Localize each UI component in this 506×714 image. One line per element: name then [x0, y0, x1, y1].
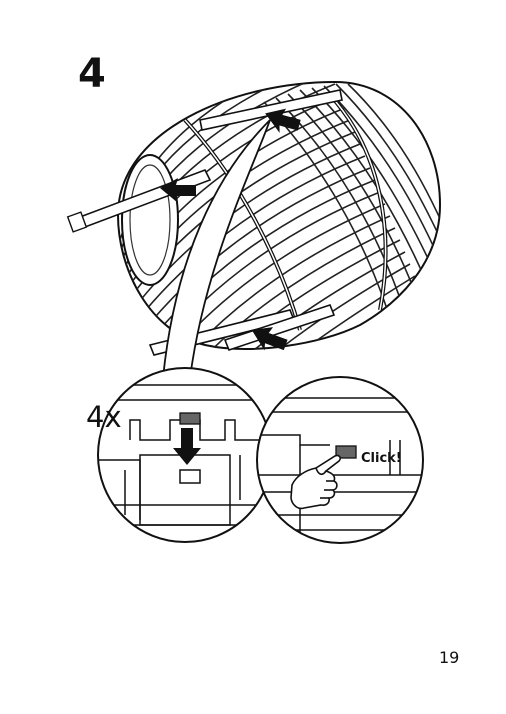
detail-circle-right [256, 376, 424, 544]
pointing-hand-icon [290, 454, 342, 510]
quantity-label: 4x [86, 400, 122, 434]
detail-circle-left [97, 367, 273, 543]
insert-arrow-icon [160, 108, 301, 351]
down-arrow-icon [173, 428, 201, 465]
page-number: 19 [439, 648, 460, 667]
step-number: 4 [78, 51, 106, 97]
lamp-shade-illustration [66, 80, 442, 356]
clip-icon [179, 412, 201, 425]
clip-icon [335, 445, 357, 459]
click-sound-label: Click! [361, 451, 402, 466]
